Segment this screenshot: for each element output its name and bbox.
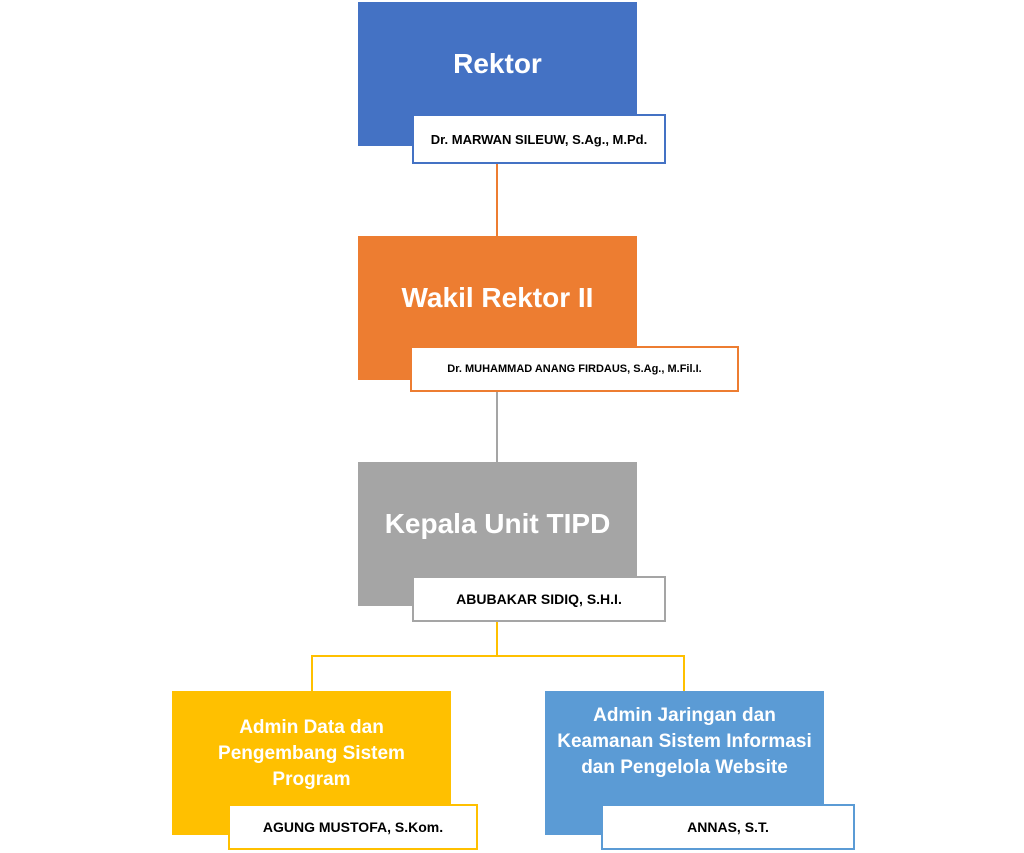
admin-jaringan-name-box: ANNAS, S.T.	[601, 804, 855, 850]
rektor-name-box: Dr. MARWAN SILEUW, S.Ag., M.Pd.	[412, 114, 666, 164]
connector-branch-right	[683, 655, 685, 691]
wakil-rektor-ii-name: Dr. MUHAMMAD ANANG FIRDAUS, S.Ag., M.Fil…	[447, 363, 702, 375]
kepala-unit-tipd-title: Kepala Unit TIPD	[384, 508, 611, 539]
admin-jaringan-title: Admin Jaringan dan Keamanan Sistem Infor…	[557, 705, 812, 778]
admin-jaringan-name: ANNAS, S.T.	[687, 819, 769, 835]
wakil-rektor-ii-name-box: Dr. MUHAMMAD ANANG FIRDAUS, S.Ag., M.Fil…	[410, 346, 739, 392]
kepala-unit-tipd-name-box: ABUBAKAR SIDIQ, S.H.I.	[412, 576, 666, 622]
rektor-title: Rektor	[453, 48, 542, 79]
rektor-name: Dr. MARWAN SILEUW, S.Ag., M.Pd.	[430, 131, 648, 147]
admin-data-name-box: AGUNG MUSTOFA, S.Kom.	[228, 804, 478, 850]
wakil-rektor-ii-title: Wakil Rektor II	[401, 282, 594, 313]
connector-rektor-wakil	[496, 164, 498, 236]
admin-data-title: Admin Data dan Pengembang Sistem Program	[218, 717, 405, 790]
admin-data-name: AGUNG MUSTOFA, S.Kom.	[262, 819, 444, 835]
admin-data-box: Admin Data dan Pengembang Sistem Program	[172, 691, 451, 835]
connector-branch-left	[311, 655, 313, 691]
connector-branch-horizontal	[311, 655, 685, 657]
kepala-unit-tipd-name: ABUBAKAR SIDIQ, S.H.I.	[456, 591, 622, 607]
connector-wakil-kepala	[496, 392, 498, 462]
connector-kepala-down	[496, 622, 498, 656]
